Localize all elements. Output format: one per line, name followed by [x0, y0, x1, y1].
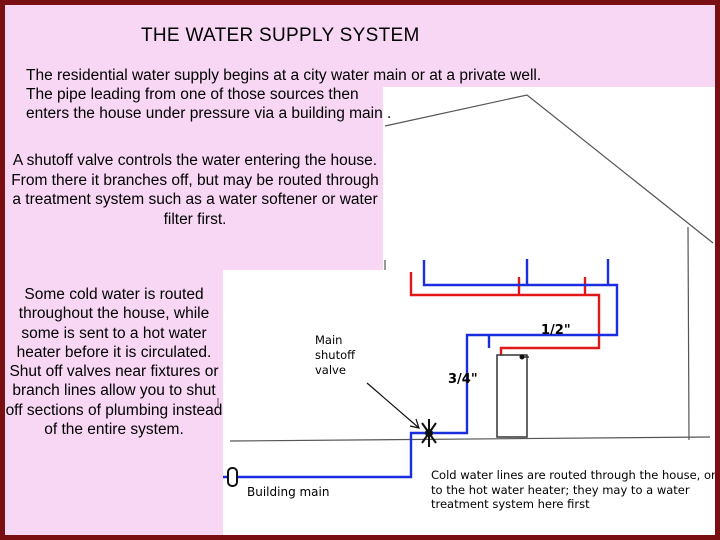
three-quarter-inch-label: 3/4" [448, 372, 478, 387]
valve-pointer-arrow [366, 382, 420, 429]
house-roof [384, 94, 714, 244]
cold-water-lines [223, 259, 619, 479]
intro-paragraph: The residential water supply begins at a… [26, 66, 706, 123]
building-main-cap [227, 467, 238, 487]
cold-lines-note: Cold water lines are routed through the … [431, 468, 715, 511]
water-heater [496, 354, 529, 438]
intro-line: The pipe leading from one of those sourc… [26, 86, 359, 103]
hot-riser-pipe [409, 272, 601, 355]
intro-line: The residential water supply begins at a… [26, 67, 542, 84]
shutoff-paragraph: A shutoff valve controls the water enter… [11, 152, 379, 228]
cold-main-pipe [223, 260, 619, 479]
half-inch-label: 1/2" [541, 323, 571, 338]
building-main-label: Building main [247, 485, 330, 499]
shutoff-text-panel [5, 87, 383, 270]
main-shutoff-valve [421, 419, 437, 447]
main-shutoff-label-text: Main shutoff valve [315, 333, 356, 377]
cold-water-paragraph: Some cold water is routed throughout the… [5, 286, 223, 439]
slide: THE WATER SUPPLY SYSTEM The residential … [5, 5, 715, 535]
house-right-wall [687, 226, 690, 441]
title-panel [5, 5, 715, 87]
intro-line: enters the house under pressure via a bu… [26, 105, 392, 122]
ground-line [229, 436, 711, 442]
main-shutoff-label: Main shutoff valve [315, 333, 377, 378]
plumbing-diagram [217, 94, 714, 487]
slide-title: THE WATER SUPPLY SYSTEM [141, 25, 420, 46]
